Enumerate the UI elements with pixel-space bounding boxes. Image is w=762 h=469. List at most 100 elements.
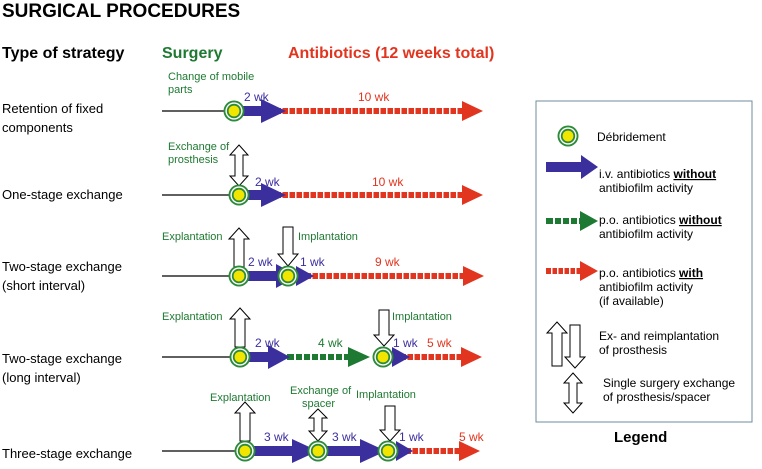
duration-label: 10 wk [358,90,390,104]
single-surgery-arrow [307,408,329,442]
annotation: spacer [302,398,335,410]
annotation: Explantation [162,231,223,243]
annotation: Explantation [210,392,271,404]
svg-text:(long interval): (long interval) [2,370,81,385]
debridement-icon [228,265,250,287]
row-one-stage-timeline: Exchange of prosthesis 2 wk 10 wk [162,141,483,207]
po-red-arrow [305,266,484,286]
svg-text:antibiofilm activity: antibiofilm activity [599,181,693,195]
duration-label: 10 wk [372,175,404,189]
duration-label: 2 wk [255,175,281,189]
duration-label: 2 wk [244,90,270,104]
legend-title: Legend [614,429,667,446]
annotation: Exchange of [290,385,352,397]
row-two-stage-short-timeline: Explantation Implantation 2 wk 1 wk 9 wk [162,226,484,288]
annotation: Implantation [356,389,416,401]
surgery-column-header: Surgery [162,45,223,62]
po-red-arrow [400,347,482,367]
svg-text:Débridement: Débridement [597,130,666,144]
legend-item-iv-antibiotics: i.v. antibiotics without antibiofilm act… [546,155,716,195]
po-red-arrow [268,101,483,121]
iv-arrow [245,439,318,463]
duration-label: 3 wk [264,430,290,444]
legend-item-debridement: Débridement [557,125,666,147]
annotation: Implantation [392,311,452,323]
row-retention-timeline: Change of mobile parts 2 wk 10 wk [162,71,483,123]
debridement-icon [557,125,579,147]
svg-text:of prosthesis/spacer: of prosthesis/spacer [603,390,710,404]
duration-label: 3 wk [332,430,358,444]
duration-label: 5 wk [427,336,453,350]
ex-reimplant-arrows-icon [545,321,587,369]
legend-item-ex-reimplantation: Ex- and reimplantation of prosthesis [545,321,719,369]
iv-arrow [234,99,286,123]
implantation-arrow [378,405,402,442]
legend-item-single-surgery: Single surgery exchange of prosthesis/sp… [562,372,735,414]
duration-label: 2 wk [255,336,281,350]
duration-label: 1 wk [399,430,425,444]
annotation: prosthesis [168,154,219,166]
duration-label: 1 wk [300,255,326,269]
svg-text:p.o. antibiotics with: p.o. antibiotics with [599,266,703,280]
svg-text:p.o. antibiotics without: p.o. antibiotics without [599,213,722,227]
svg-text:One-stage exchange: One-stage exchange [2,187,123,202]
duration-label: 1 wk [393,336,419,350]
iv-arrow-icon [546,155,598,179]
duration-label: 2 wk [248,255,274,269]
svg-text:antibiofilm activity: antibiofilm activity [599,280,693,294]
row-three-stage-timeline: Explantation Exchange of spacer Implanta… [162,385,485,463]
row-two-stage-long-timeline: Explantation Implantation 2 wk 4 wk 1 wk… [162,307,482,369]
iv-arrow [318,439,386,463]
svg-text:(short interval): (short interval) [2,278,85,293]
explantation-arrow [227,227,251,268]
annotation: Explantation [162,311,223,323]
explantation-arrow [233,401,257,442]
page-title: SURGICAL PROCEDURES [2,1,240,22]
svg-text:(if available): (if available) [599,294,664,308]
duration-label: 9 wk [375,255,401,269]
single-surgery-arrow [228,144,250,187]
row-label-two-stage-long: Two-stage exchange (long interval) [2,351,122,385]
annotation: Exchange of [168,141,230,153]
iv-arrow [240,345,290,369]
antibiotics-column-header: Antibiotics (12 weeks total) [288,45,494,62]
strategy-column-header: Type of strategy [2,45,125,62]
debridement-icon [377,440,399,462]
annotation: parts [168,84,193,96]
po-green-arrow-icon [546,211,598,231]
debridement-icon [223,100,245,122]
row-label-retention: Retention of fixed components [2,101,103,135]
debridement-icon [229,346,251,368]
legend: Débridement i.v. antibiotics without ant… [535,100,753,446]
duration-label: 4 wk [318,336,344,350]
svg-text:i.v. antibiotics without: i.v. antibiotics without [599,167,716,181]
legend-box [535,100,753,423]
annotation: Change of mobile [168,71,254,83]
row-label-one-stage: One-stage exchange [2,187,123,202]
po-green-arrow [287,347,370,367]
duration-label: 5 wk [459,430,485,444]
svg-text:components: components [2,120,73,135]
explantation-arrow [228,307,252,348]
implantation-arrow [372,309,396,347]
single-surgery-arrow-icon [562,372,584,414]
annotation: Implantation [298,231,358,243]
svg-text:Single surgery exchange: Single surgery exchange [603,376,735,390]
svg-text:Two-stage exchange: Two-stage exchange [2,351,122,366]
debridement-icon [307,440,329,462]
iv-arrow [239,183,286,207]
svg-text:Two-stage exchange: Two-stage exchange [2,259,122,274]
svg-text:Three-stage exchange: Three-stage exchange [2,446,132,461]
implantation-arrow [276,226,300,267]
po-red-arrow-icon [546,261,598,281]
po-red-arrow [405,441,480,461]
debridement-icon [277,265,299,287]
debridement-icon [228,184,250,206]
svg-text:of prosthesis: of prosthesis [599,343,667,357]
debridement-icon [372,346,394,368]
legend-item-po-green: p.o. antibiotics without antibiofilm act… [546,211,722,241]
svg-text:antibiofilm activity: antibiofilm activity [599,227,693,241]
row-label-three-stage: Three-stage exchange [2,446,132,461]
debridement-icon [234,440,256,462]
